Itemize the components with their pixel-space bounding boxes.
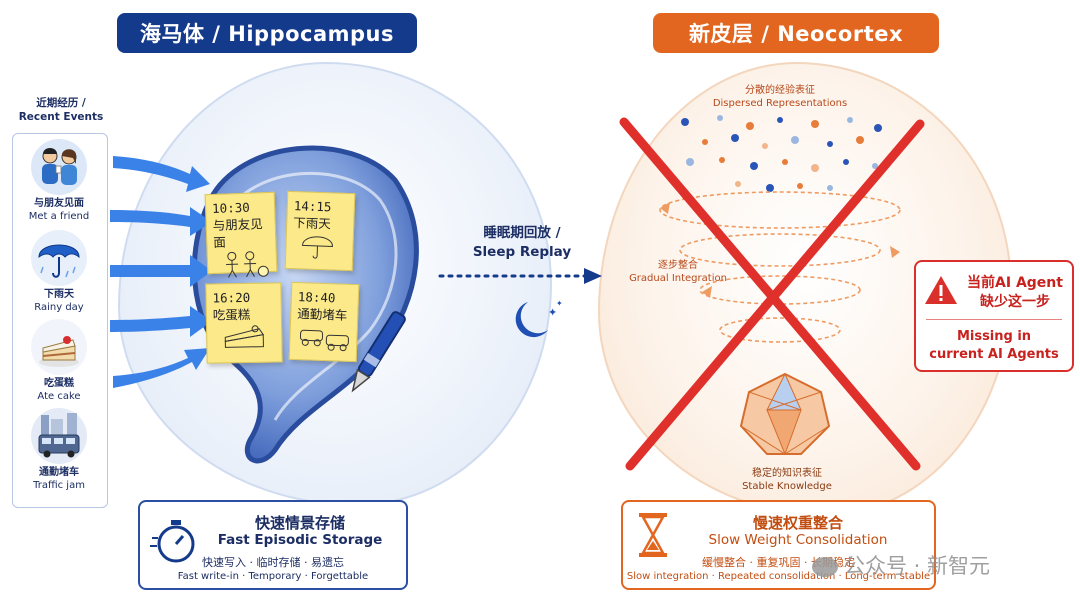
sleep-replay-label: 睡眠期回放 / Sleep Replay [472,225,572,260]
sticky-note-rain: 14:15 下雨天 [284,190,356,272]
pen-icon [351,311,406,393]
friends-icon [31,139,87,195]
stopwatch-icon [150,520,195,563]
bus-icon [31,408,87,464]
event-traffic-jam: 通勤堵车 Traffic jam [12,408,106,492]
dispersed-dots [681,115,882,192]
missing-in-ai-agents-callout: 当前AI Agent 缺少这一步 Missing in current AI A… [914,260,1074,372]
hippocampus-title: 海马体 / Hippocampus [117,13,417,53]
hourglass-icon [639,513,667,557]
sticky-note-traffic: 18:40 通勤堵车 [288,281,360,363]
stick-figures-icon [226,251,269,278]
neocortex-title: 新皮层 / Neocortex [653,13,939,53]
slow-weight-consolidation-panel: 慢速权重整合 Slow Weight Consolidation 缓慢整合 · … [621,500,936,590]
warning-icon [925,276,957,304]
event-ate-cake: 吃蛋糕 Ate cake [12,319,106,403]
recent-events-label: 近期经历 / Recent Events [18,97,104,123]
stable-knowledge-label: 稳定的知识表征 Stable Knowledge [742,468,832,492]
umbrella-sketch-icon [301,236,333,259]
svg-text:✦: ✦ [548,306,557,319]
cars-sketch-icon [299,329,349,352]
fast-storage-title-en: Fast Episodic Storage [217,532,383,548]
fast-storage-title-zh: 快速情景存储 [254,514,345,532]
wechat-icon [812,557,838,577]
cake-icon [31,319,87,375]
svg-text:✦: ✦ [556,299,563,308]
fast-storage-sub-en: Fast write-in · Temporary · Forgettable [177,571,369,582]
input-arrows [110,156,212,388]
slow-consolidation-sub-en: Slow integration · Repeated consolidatio… [626,571,931,582]
watermark: 公众号 · 新智元 [812,550,1072,580]
sticky-note-cake: 16:20 吃蛋糕 [205,282,283,364]
umbrella-icon [31,230,87,286]
red-x-mark [619,117,925,471]
replay-arrow: ✦ ✦ [438,268,602,338]
event-rainy-day: 下雨天 Rainy day [12,230,106,314]
event-met-friend: 与朋友见面 Met a friend [12,139,106,223]
moon-icon [515,302,548,338]
gradual-integration-label: 逐步整合 Gradual Integration [629,260,727,284]
fast-storage-sub-zh: 快速写入 · 临时存储 · 易遗忘 [202,556,344,569]
slow-consolidation-title-zh: 慢速权重整合 [752,514,843,532]
dispersed-label: 分散的经验表征 Dispersed Representations [712,85,848,109]
integration-swirl [659,191,901,343]
knowledge-crystal-icon [739,372,831,456]
slow-consolidation-title-en: Slow Weight Consolidation [708,532,888,548]
cake-sketch-icon [224,325,265,348]
sticky-note-friend: 10:30 与朋友见面 [204,191,278,278]
fast-episodic-storage-panel: 快速情景存储 Fast Episodic Storage 快速写入 · 临时存储… [138,500,408,590]
